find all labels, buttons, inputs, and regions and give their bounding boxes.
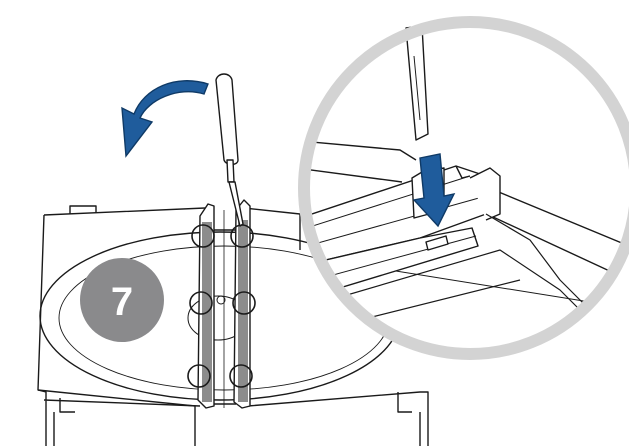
screw-marker-bottom-left (187, 364, 211, 388)
magnified-detail-view (298, 16, 629, 360)
screw-marker-top-left (191, 224, 215, 248)
detail-clip-slot (425, 235, 449, 251)
step-number-badge: 7 (80, 258, 164, 342)
screw-marker-mid-left (189, 291, 213, 315)
center-rail-assembly (197, 199, 251, 409)
magnifier-ring (298, 16, 629, 360)
screw-marker-mid-right (232, 291, 256, 315)
screw-marker-bottom-right (229, 364, 253, 388)
step-number: 7 (111, 280, 133, 324)
appliance-top-outline (37, 207, 301, 446)
curved-arrow-left-icon (121, 80, 209, 158)
down-arrow-icon (412, 153, 456, 228)
flat-screwdriver-icon (215, 73, 244, 227)
